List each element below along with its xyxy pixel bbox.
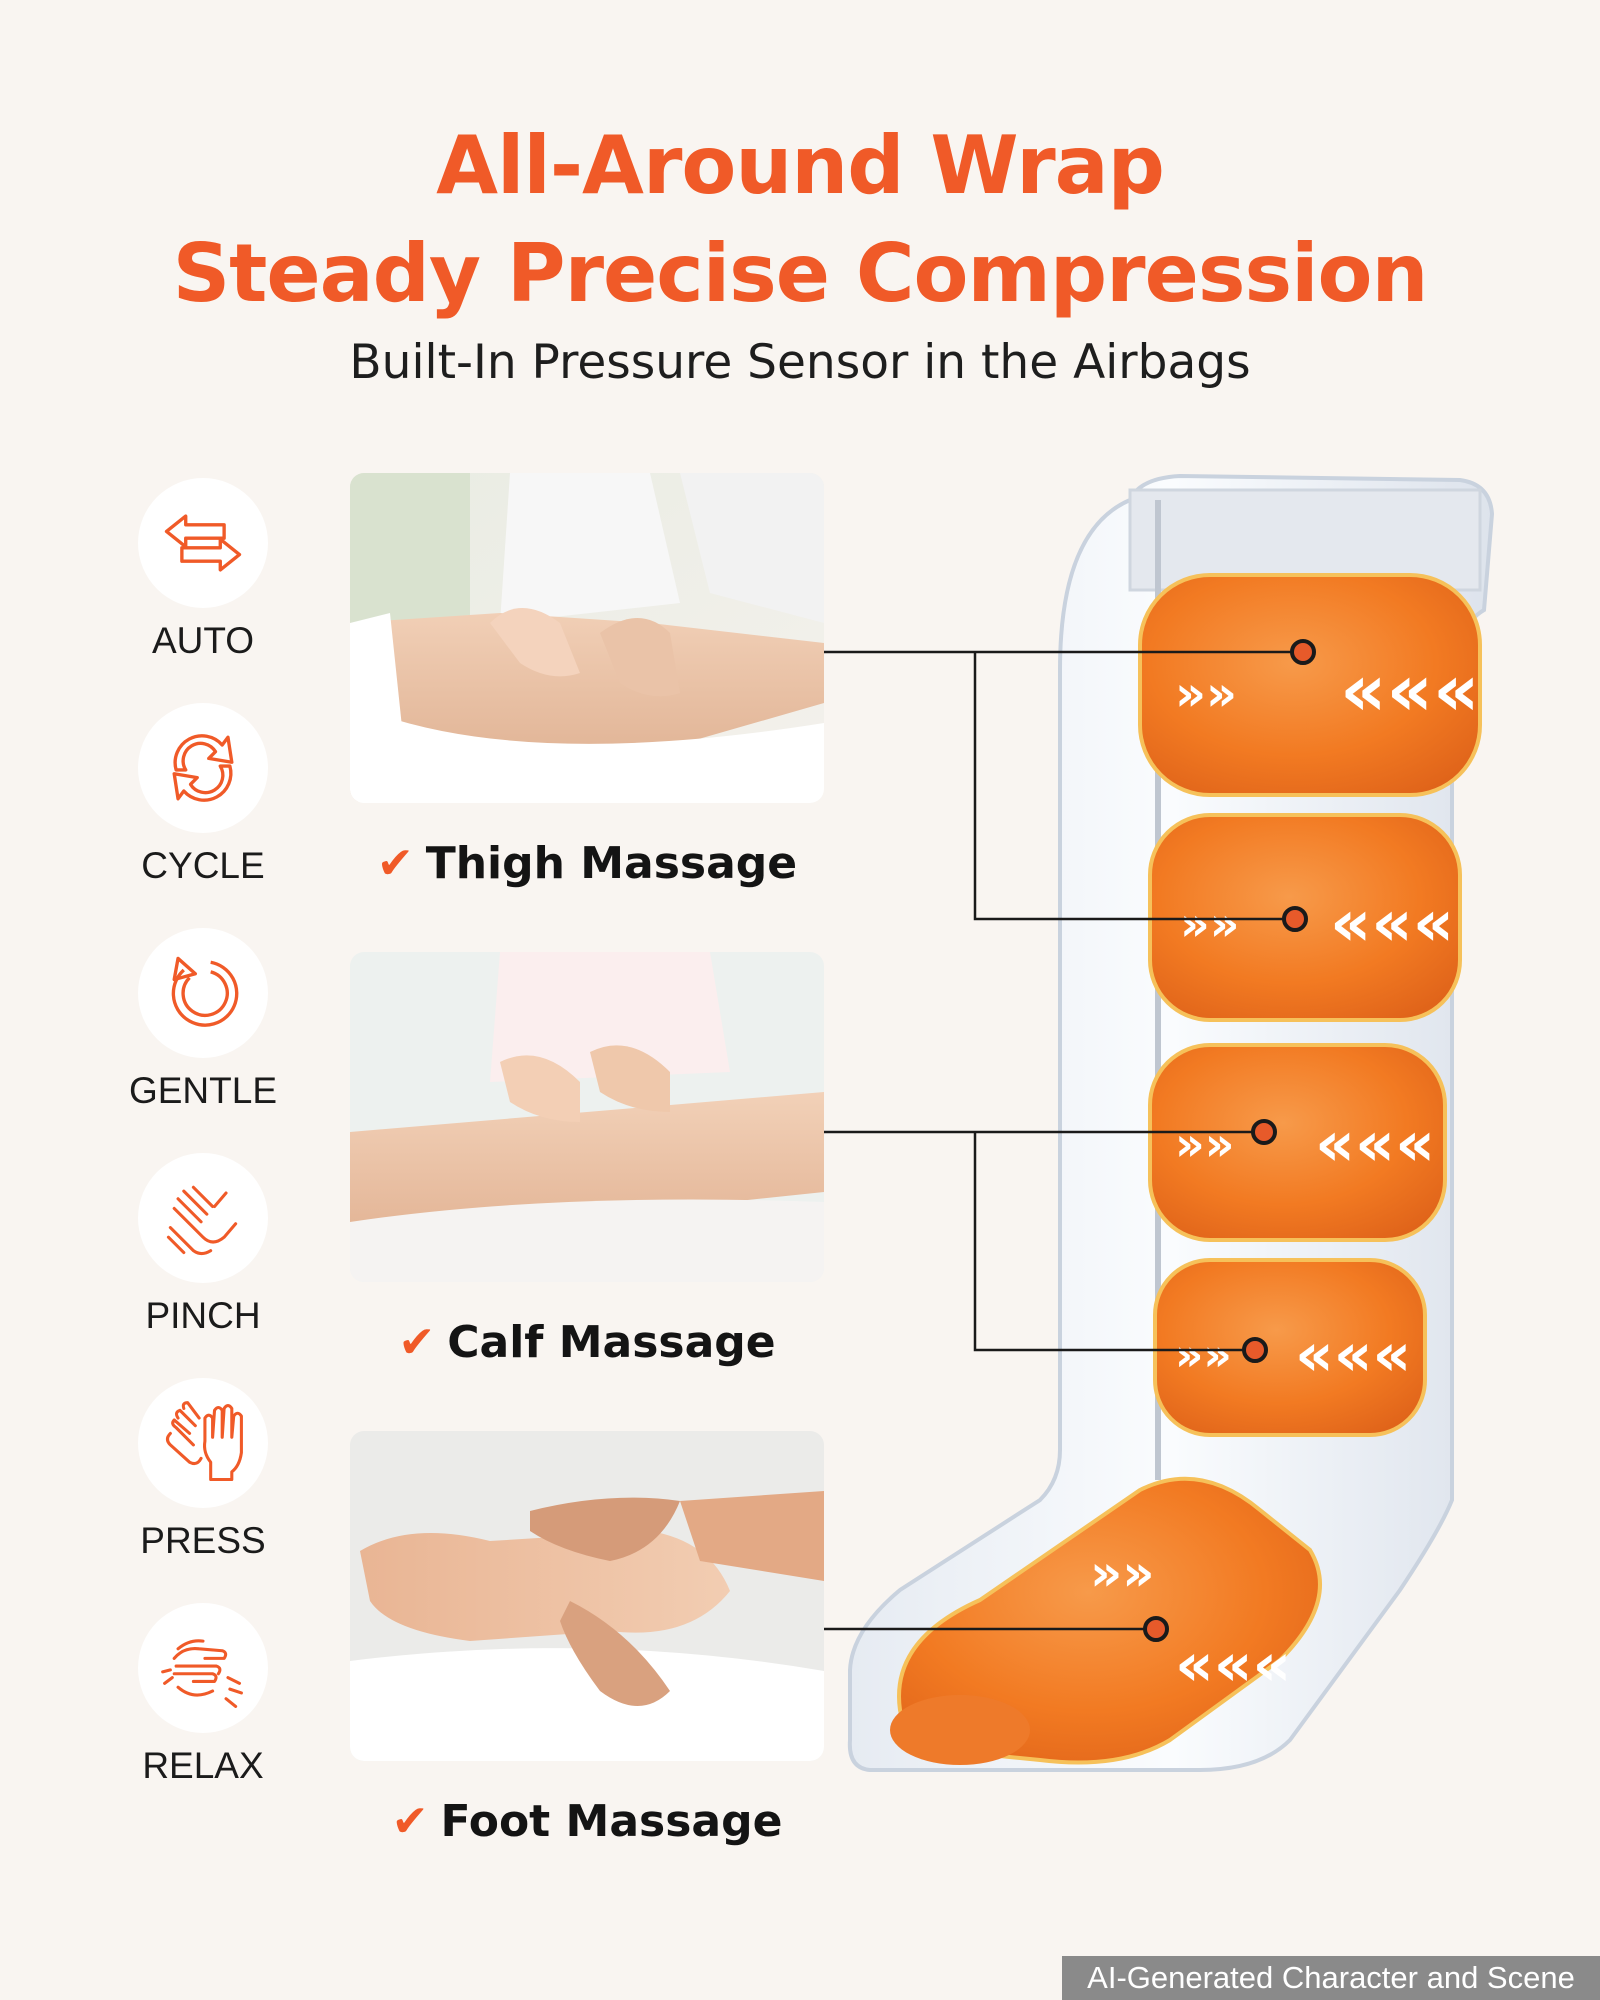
ai-generated-watermark: AI-Generated Character and Scene [1062, 1956, 1600, 2000]
mode-label: AUTO [151, 620, 255, 661]
pinch-hands-icon [138, 1153, 268, 1283]
caption-text: Foot Massage [440, 1796, 783, 1847]
checkmark-icon: ✔ [391, 1796, 429, 1847]
foot-massage-photo [350, 1431, 824, 1761]
mode-label: PRESS [140, 1520, 266, 1561]
thigh-massage-photo [350, 473, 824, 803]
mode-gentle: GENTLE [108, 928, 298, 1112]
mode-relax: RELAX [108, 1603, 298, 1787]
mode-label: CYCLE [141, 845, 265, 886]
mode-press: PRESS [108, 1378, 298, 1562]
checkmark-icon: ✔ [376, 838, 414, 889]
circular-arrow-icon [138, 928, 268, 1058]
svg-text:»»: »» [1175, 666, 1237, 722]
airbag-foot: »» ««« [890, 1476, 1322, 1765]
calf-massage-caption: ✔Calf Massage [350, 1317, 824, 1368]
svg-text:«««: ««« [1330, 887, 1454, 961]
airbag-thigh-upper: »» ««« [1138, 573, 1482, 797]
svg-text:»»: »» [1175, 1117, 1234, 1171]
press-hands-icon [138, 1378, 268, 1508]
leg-compression-device: »» ««« »» ««« »» ««« »» ««« »» ««« [847, 473, 1495, 1772]
arrows-swap-icon [138, 478, 268, 608]
svg-text:»»: »» [1090, 1544, 1155, 1602]
thigh-massage-caption: ✔Thigh Massage [350, 838, 824, 889]
cycle-arrows-icon [138, 703, 268, 833]
checkmark-icon: ✔ [398, 1317, 436, 1368]
airbag-calf-upper: »» ««« [1148, 1043, 1447, 1242]
caption-text: Thigh Massage [425, 838, 798, 889]
calf-massage-photo [350, 952, 824, 1282]
svg-text:«««: ««« [1295, 1320, 1411, 1390]
foot-massage-caption: ✔Foot Massage [350, 1796, 824, 1847]
title-line-2: Steady Precise Compression [172, 227, 1429, 320]
title-line-1: All-Around Wrap [436, 119, 1165, 212]
mode-label: PINCH [145, 1295, 261, 1336]
mode-pinch: PINCH [108, 1153, 298, 1337]
mode-auto: AUTO [108, 478, 298, 662]
svg-text:«««: ««« [1340, 648, 1480, 732]
mode-cycle: CYCLE [108, 703, 298, 887]
subtitle: Built-In Pressure Sensor in the Airbags [349, 335, 1251, 390]
airbag-thigh-lower: »» ««« [1148, 813, 1462, 1022]
relax-hands-icon [138, 1603, 268, 1733]
caption-text: Calf Massage [447, 1317, 776, 1368]
svg-text:»»: »» [1175, 1330, 1232, 1381]
svg-text:»»: »» [1180, 897, 1239, 951]
svg-text:«««: ««« [1315, 1107, 1435, 1180]
mode-label: RELAX [142, 1745, 264, 1786]
svg-text:«««: ««« [1175, 1630, 1291, 1700]
airbag-calf-lower: »» ««« [1153, 1258, 1427, 1437]
mode-label: GENTLE [128, 1070, 278, 1111]
